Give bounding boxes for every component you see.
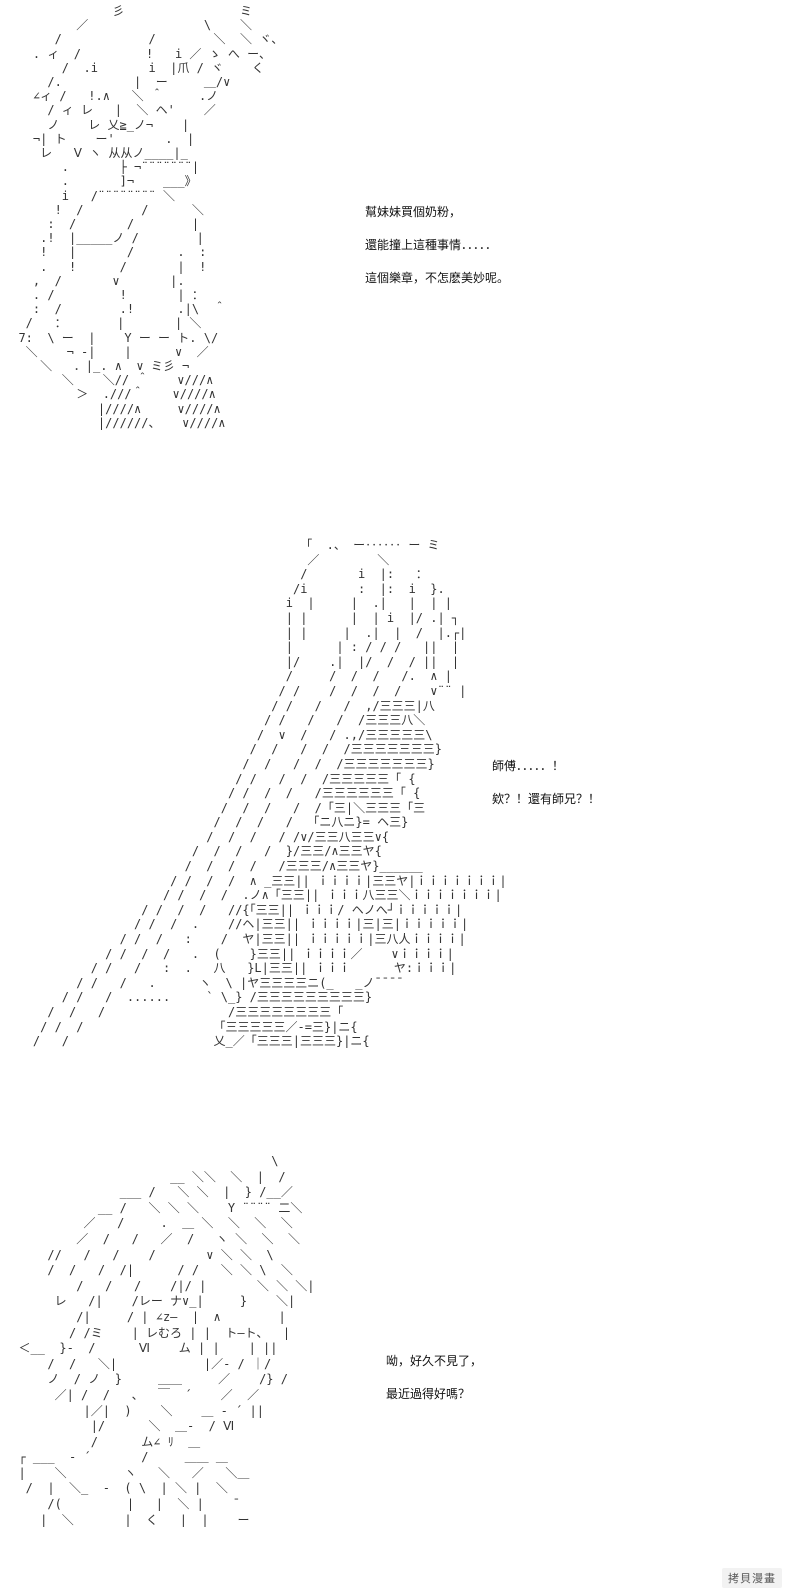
ascii-art-character-3: \ __ ＼＼ ＼ | / ___ / ＼ ＼ | } /__／ __ / ＼ …: [18, 1154, 315, 1527]
dialogue-line: 最近過得好嗎？: [386, 1387, 471, 1401]
dialogue-line: 欸？！還有師兄？！: [492, 792, 601, 806]
dialogue-2: 師傅．．．．．！ 欸？！還有師兄？！: [492, 750, 600, 816]
ascii-art-character-2: 「 .、 ー‥‥‥ ー ミ ／ ＼ / i |: ： /i : |: i }.: [32, 538, 507, 1049]
dialogue-1: 幫妹妹買個奶粉， 還能撞上這種事情．．．．． 這個樂章，不怎麽美妙呢。: [365, 196, 509, 295]
dialogue-line: 呦，好久不見了，: [386, 1354, 483, 1368]
panel-3: \ __ ＼＼ ＼ | / ___ / ＼ ＼ | } /__／ __ / ＼ …: [0, 1140, 800, 1594]
panel-1: 彡 ミ ／ \ ＼ / / ＼ ＼ ヾ、 . ィ / ! i ／ ゝ へ ー、 …: [0, 0, 800, 530]
dialogue-line: 還能撞上這種事情．．．．．: [365, 238, 498, 252]
panel-2: 「 .、 ー‥‥‥ ー ミ ／ ＼ / i |: ： /i : |: i }.: [0, 530, 800, 1140]
watermark: 拷貝漫畫: [722, 1568, 782, 1588]
dialogue-3: 呦，好久不見了， 最近過得好嗎？: [386, 1345, 482, 1411]
dialogue-line: 師傅．．．．．！: [492, 759, 565, 773]
dialogue-line: 這個樂章，不怎麽美妙呢。: [365, 271, 510, 285]
ascii-art-character-1: 彡 ミ ／ \ ＼ / / ＼ ＼ ヾ、 . ィ / ! i ／ ゝ へ ー、 …: [18, 4, 284, 430]
dialogue-line: 幫妹妹買個奶粉，: [365, 205, 462, 219]
